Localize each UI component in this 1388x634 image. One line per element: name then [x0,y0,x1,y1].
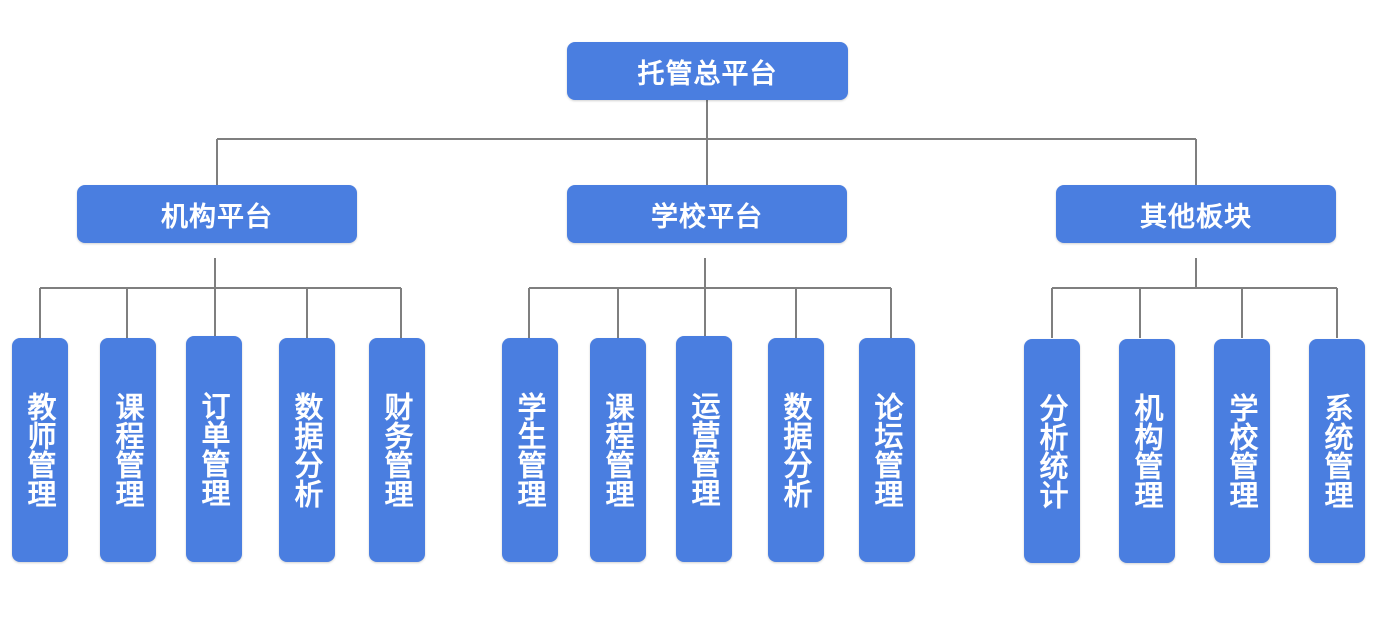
root-node-label: 托管总平台 [637,58,778,90]
root-node: 托管总平台 [567,42,848,100]
leaf-node: 数据分析 [768,338,824,562]
leaf-label: 课程管理 [601,392,635,508]
leaf-node: 财务管理 [369,338,425,562]
category-node-other: 其他板块 [1056,185,1336,243]
leaf-label: 教师管理 [23,392,57,508]
leaf-label: 订单管理 [197,391,231,507]
leaf-label: 数据分析 [779,392,813,508]
leaf-node: 课程管理 [590,338,646,562]
leaf-label: 学生管理 [513,392,547,508]
leaf-label: 分析统计 [1035,393,1069,509]
leaf-node: 论坛管理 [859,338,915,562]
leaf-label: 财务管理 [380,392,414,508]
category-label: 其他板块 [1140,201,1252,233]
category-node-school: 学校平台 [567,185,847,243]
leaf-node: 运营管理 [676,336,732,562]
leaf-label: 论坛管理 [870,392,904,508]
leaf-node: 订单管理 [186,336,242,562]
leaf-node: 分析统计 [1024,339,1080,563]
leaf-node: 系统管理 [1309,339,1365,563]
leaf-node: 机构管理 [1119,339,1175,563]
leaf-label: 系统管理 [1320,393,1354,509]
leaf-node: 学生管理 [502,338,558,562]
leaf-label: 数据分析 [290,392,324,508]
leaf-node: 学校管理 [1214,339,1270,563]
category-label: 学校平台 [651,201,763,233]
leaf-label: 机构管理 [1130,393,1164,509]
leaf-label: 运营管理 [687,391,721,507]
leaf-node: 数据分析 [279,338,335,562]
leaf-label: 学校管理 [1225,393,1259,509]
category-node-institution: 机构平台 [77,185,357,243]
leaf-node: 课程管理 [100,338,156,562]
category-label: 机构平台 [161,201,273,233]
leaf-label: 课程管理 [111,392,145,508]
leaf-node: 教师管理 [12,338,68,562]
